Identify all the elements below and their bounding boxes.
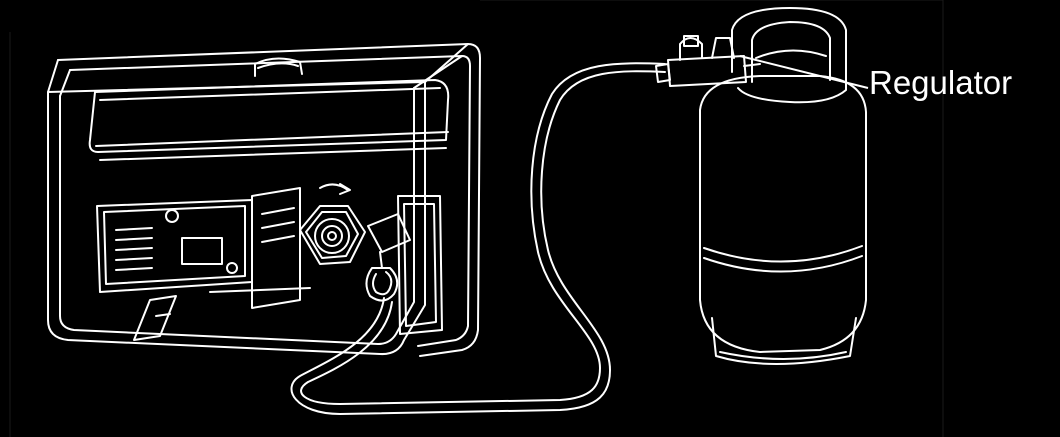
regulator-label: Regulator — [869, 66, 1012, 99]
